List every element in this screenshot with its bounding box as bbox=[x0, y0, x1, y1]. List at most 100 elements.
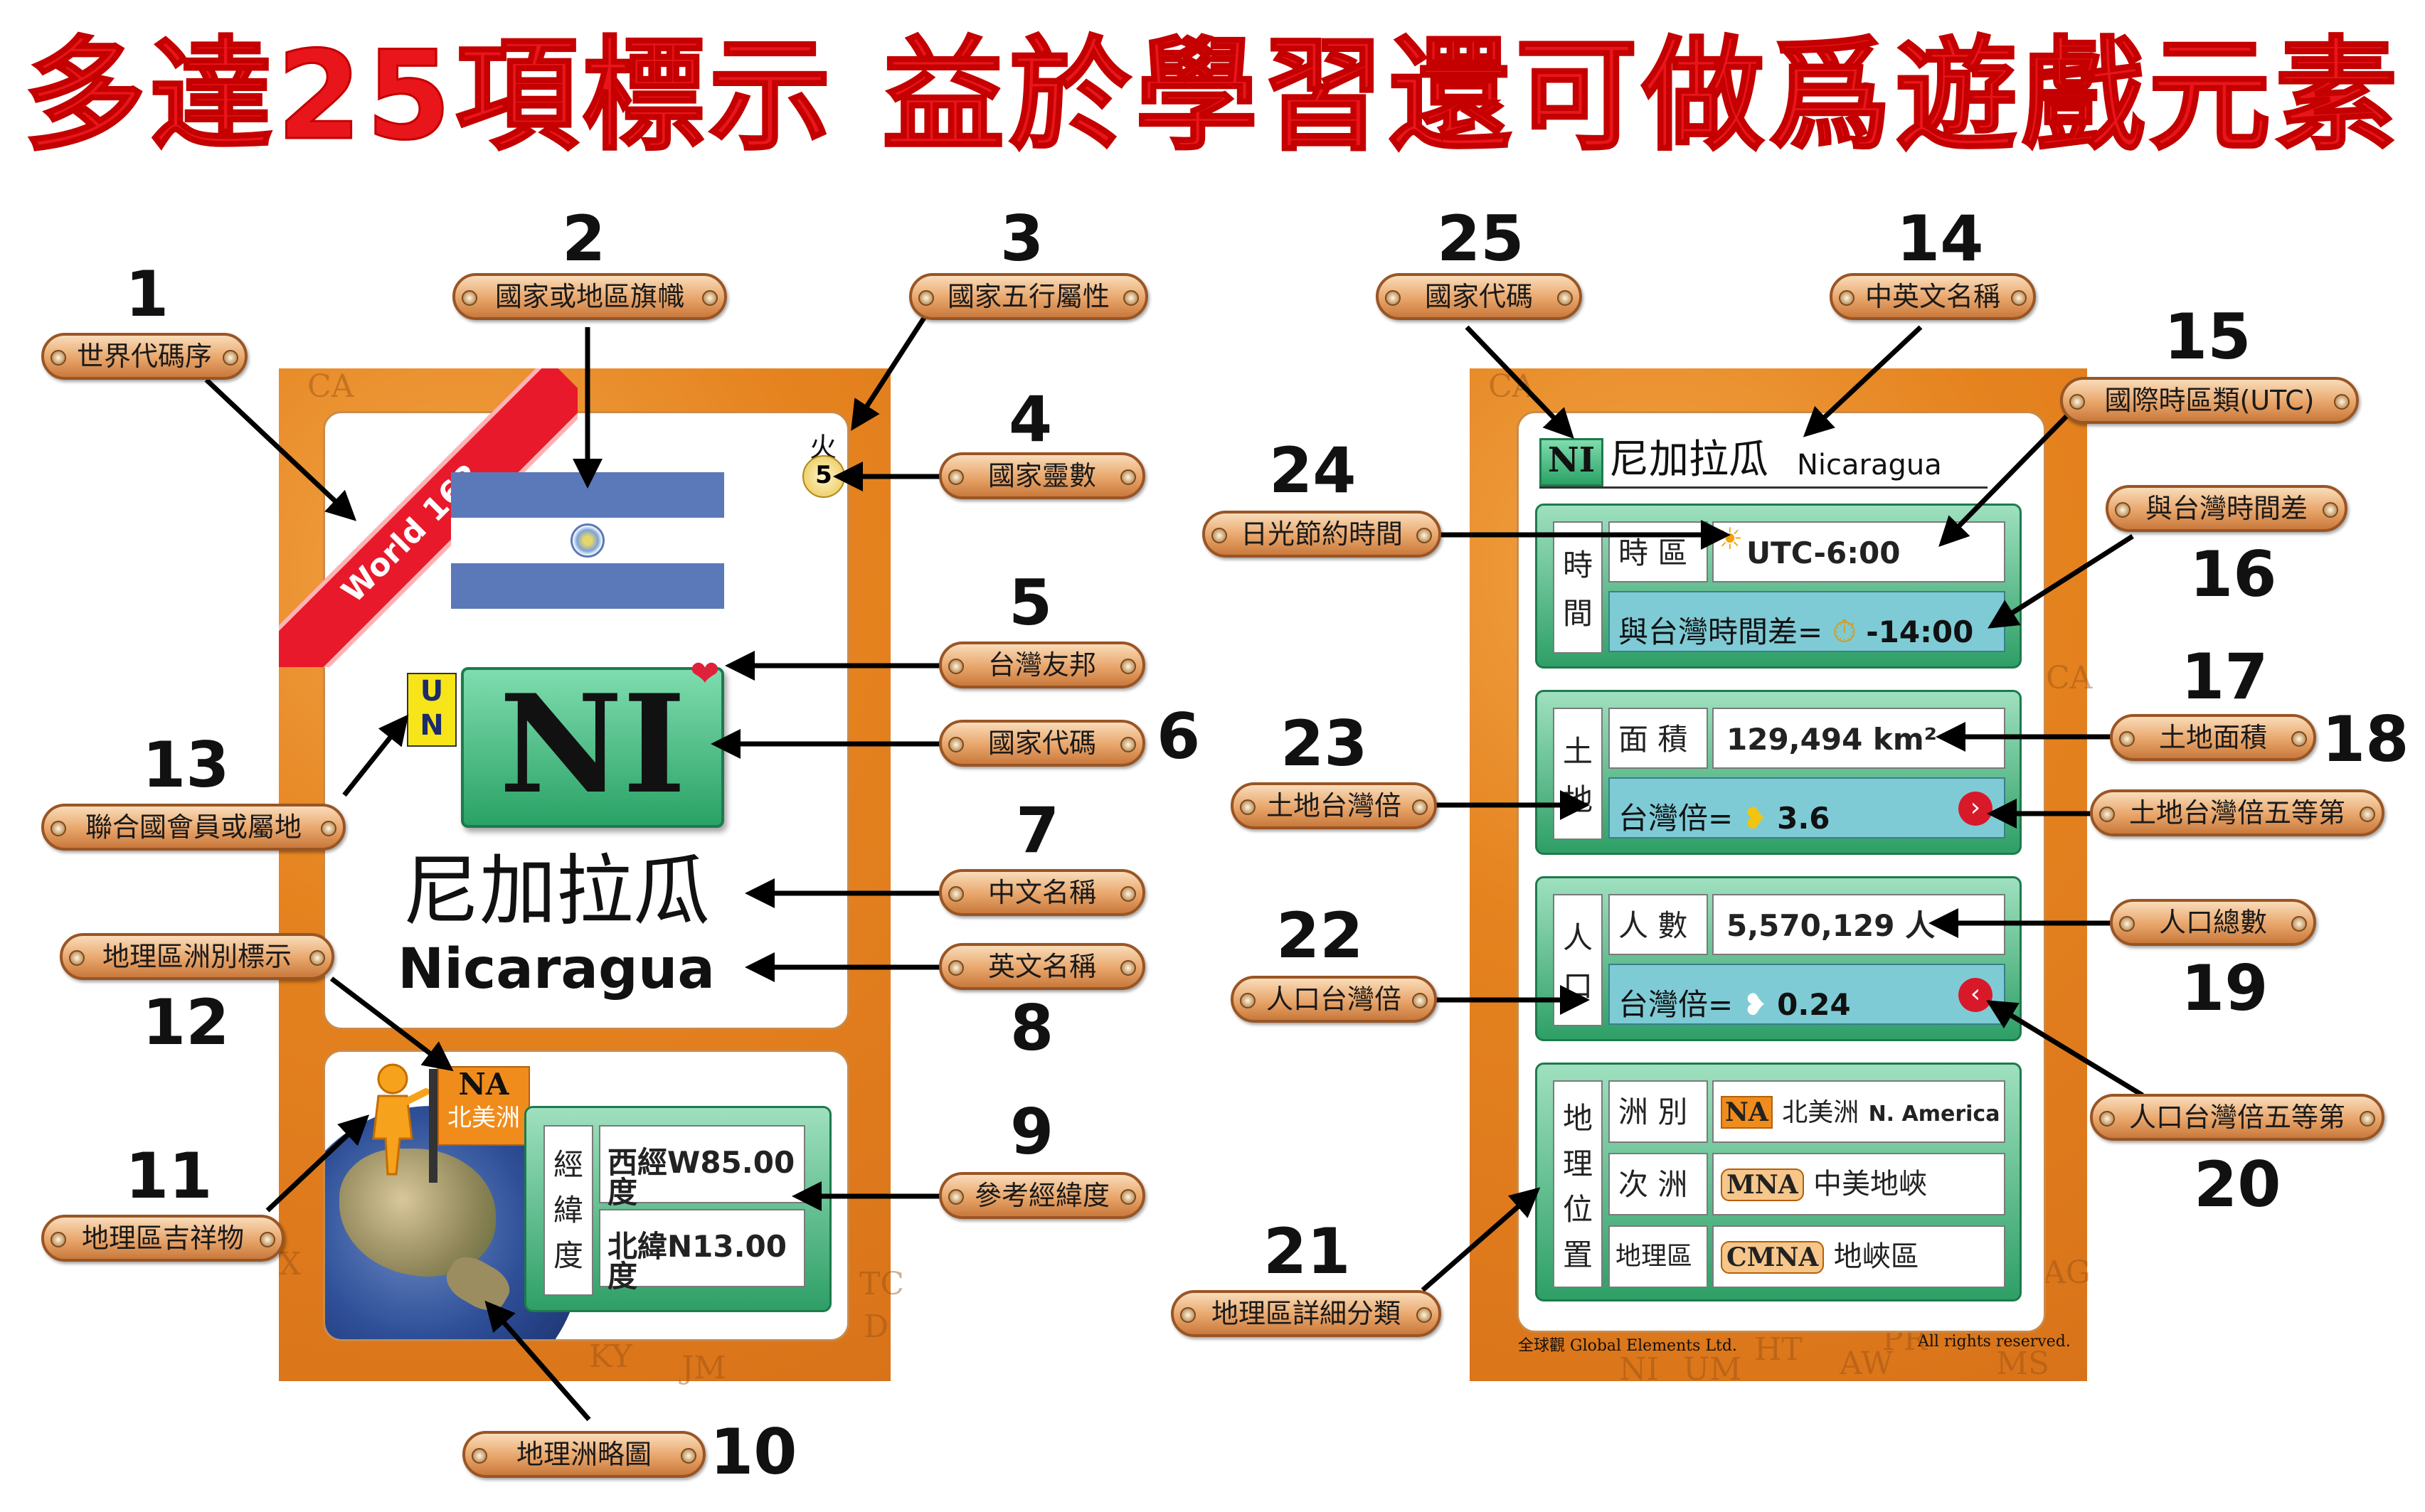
subcontinent-name: 中美地峽 bbox=[1813, 1168, 1928, 1200]
bg-text: AW bbox=[1840, 1346, 1894, 1382]
time-block: 時 間 時 區 ☀ UTC-6:00 與台灣時間差= ⏱ -14:00 bbox=[1535, 504, 2022, 669]
number-label: 6 bbox=[1157, 700, 1201, 773]
number-label: 25 bbox=[1437, 202, 1524, 275]
lower-panel: NA 北美洲 經 緯 度 西經W85.00度 北緯N13.00度 bbox=[323, 1050, 849, 1341]
footer-left: 全球觀 Global Elements Ltd. bbox=[1518, 1337, 1737, 1355]
geo-group-label-4: 置 bbox=[1562, 1237, 1593, 1272]
callout-bilingual-name: 中英文名稱 bbox=[1830, 273, 2036, 320]
flag-stripe-bottom bbox=[451, 563, 724, 609]
coordinates-box: 經 緯 度 西經W85.00度 北緯N13.00度 bbox=[524, 1106, 832, 1312]
subcontinent-code: MNA bbox=[1721, 1168, 1804, 1201]
callout-pop-rank: 人口台灣倍五等第 bbox=[2090, 1094, 2384, 1141]
number-label: 23 bbox=[1280, 707, 1368, 780]
continent-value-cell: NA 北美洲 N. America bbox=[1712, 1080, 2005, 1143]
subcontinent-value-cell: MNA 中美地峽 bbox=[1712, 1153, 2005, 1215]
bg-text: HT bbox=[1754, 1331, 1803, 1368]
number-label: 1 bbox=[125, 257, 169, 331]
longitude-value: 西經W85.00度 bbox=[599, 1125, 805, 1208]
geo-area-label: 地理區 bbox=[1608, 1225, 1708, 1288]
bg-text: CA bbox=[2046, 660, 2093, 696]
page-title: 多達25項標示 益於學習還可做爲遊戲元素 bbox=[22, 23, 2402, 169]
time-zone-value: UTC-6:00 bbox=[1746, 536, 1901, 570]
number-label: 14 bbox=[1896, 202, 1984, 275]
flag-stripe-middle bbox=[451, 518, 724, 563]
continent-shape bbox=[339, 1149, 496, 1277]
callout-utc: 國際時區類(UTC) bbox=[2060, 377, 2359, 424]
header-underline bbox=[1539, 486, 1988, 489]
continent-name: 北美洲 bbox=[1782, 1098, 1859, 1127]
land-ratio-cell: 台灣倍= ❥ 3.6 › bbox=[1608, 777, 2005, 838]
callout-spirit-number: 國家靈數 bbox=[939, 452, 1145, 499]
footer-right: All rights reserved. bbox=[1918, 1333, 2071, 1351]
number-label: 21 bbox=[1263, 1215, 1351, 1288]
land-ratio-value: 3.6 bbox=[1777, 801, 1830, 836]
taiwan-shape-icon: ❥ bbox=[1742, 801, 1768, 836]
pop-count-label: 人 數 bbox=[1608, 894, 1708, 955]
callout-un-member: 聯合國會員或屬地 bbox=[41, 804, 346, 851]
heart-icon: ❤ bbox=[690, 653, 720, 694]
bg-text: JM bbox=[681, 1350, 726, 1386]
geo-group-label: 地 理 位 置 bbox=[1553, 1080, 1603, 1288]
header-code: NI bbox=[1547, 440, 1596, 480]
bg-text: NI bbox=[1619, 1351, 1659, 1388]
bg-text: UM bbox=[1683, 1351, 1742, 1388]
land-block: 土 地 面 積 129,494 km² 台灣倍= ❥ 3.6 › bbox=[1535, 690, 2022, 855]
number-label: 22 bbox=[1276, 899, 1364, 972]
header-name-zh: 尼加拉瓜 bbox=[1609, 437, 1768, 483]
number-label: 4 bbox=[1009, 383, 1053, 456]
country-name-zh: 尼加拉瓜 bbox=[402, 847, 710, 936]
mascot-figure bbox=[372, 1063, 430, 1176]
flag-emblem bbox=[571, 523, 605, 558]
geo-group-label-3: 位 bbox=[1562, 1192, 1593, 1227]
coord-label-cell: 經 緯 度 bbox=[543, 1125, 593, 1296]
callout-ally: 台灣友邦 bbox=[939, 641, 1145, 688]
land-ratio-label: 台灣倍= bbox=[1618, 801, 1734, 836]
number-label: 5 bbox=[1009, 566, 1053, 639]
callout-flag: 國家或地區旗幟 bbox=[452, 273, 727, 320]
number-label: 3 bbox=[1000, 202, 1044, 275]
region-name: 北美洲 bbox=[447, 1104, 520, 1132]
bg-text: TC bbox=[859, 1266, 905, 1302]
land-area-label: 面 積 bbox=[1608, 708, 1708, 769]
clock-icon: ⏱ bbox=[1832, 614, 1857, 650]
continent-label: 洲 別 bbox=[1608, 1080, 1708, 1143]
bg-text: AG bbox=[2043, 1255, 2091, 1291]
bg-text: KY bbox=[589, 1338, 632, 1375]
header-name-en: Nicaragua bbox=[1797, 449, 1942, 481]
callout-pop-ratio: 人口台灣倍 bbox=[1231, 976, 1437, 1023]
population-block: 人 口 人 數 5,570,129 人 台灣倍= ❥ 0.24 ‹ bbox=[1535, 876, 2022, 1041]
time-diff-cell: 與台灣時間差= ⏱ -14:00 bbox=[1608, 591, 2005, 652]
bg-text: MS bbox=[1996, 1346, 2050, 1382]
continent-en: N. America bbox=[1868, 1102, 2000, 1127]
un-letter-n: N bbox=[420, 709, 444, 742]
number-label: 8 bbox=[1010, 991, 1054, 1065]
subcontinent-label: 次 洲 bbox=[1608, 1153, 1708, 1215]
number-label: 17 bbox=[2181, 640, 2269, 713]
callout-continent-marker: 地理區洲別標示 bbox=[60, 933, 334, 980]
callout-land-ratio: 土地台灣倍 bbox=[1231, 782, 1437, 829]
country-card-front: CA TC D KY JM X NA 北美洲 經 緯 度 bbox=[279, 368, 904, 1386]
geo-area-code: CMNA bbox=[1721, 1241, 1825, 1274]
callout-land-rank: 土地台灣倍五等第 bbox=[2090, 789, 2384, 836]
pop-ratio-label: 台灣倍= bbox=[1618, 987, 1734, 1022]
number-label: 16 bbox=[2190, 538, 2277, 611]
number-label: 2 bbox=[562, 202, 606, 275]
bg-text: D bbox=[864, 1309, 889, 1345]
number-label: 24 bbox=[1269, 434, 1357, 507]
callout-country-code: 國家代碼 bbox=[939, 720, 1145, 767]
pop-ratio-cell: 台灣倍= ❥ 0.24 ‹ bbox=[1608, 964, 2005, 1025]
pop-ratio-value: 0.24 bbox=[1777, 987, 1851, 1022]
un-letter-u: U bbox=[420, 675, 444, 708]
number-label: 9 bbox=[1010, 1095, 1054, 1168]
rank-down-icon[interactable]: ‹ bbox=[1958, 978, 1992, 1012]
geo-area-value-cell: CMNA 地峽區 bbox=[1712, 1225, 2005, 1288]
country-name-en: Nicaragua bbox=[398, 937, 715, 1001]
callout-name-zh: 中文名稱 bbox=[939, 869, 1145, 916]
continent-code: NA bbox=[1721, 1096, 1773, 1129]
callout-name-en: 英文名稱 bbox=[939, 943, 1145, 990]
latitude-value: 北緯N13.00度 bbox=[599, 1209, 805, 1292]
callout-time-diff: 與台灣時間差 bbox=[2106, 485, 2347, 532]
number-label: 10 bbox=[710, 1415, 797, 1489]
time-diff-value: -14:00 bbox=[1866, 614, 1974, 649]
